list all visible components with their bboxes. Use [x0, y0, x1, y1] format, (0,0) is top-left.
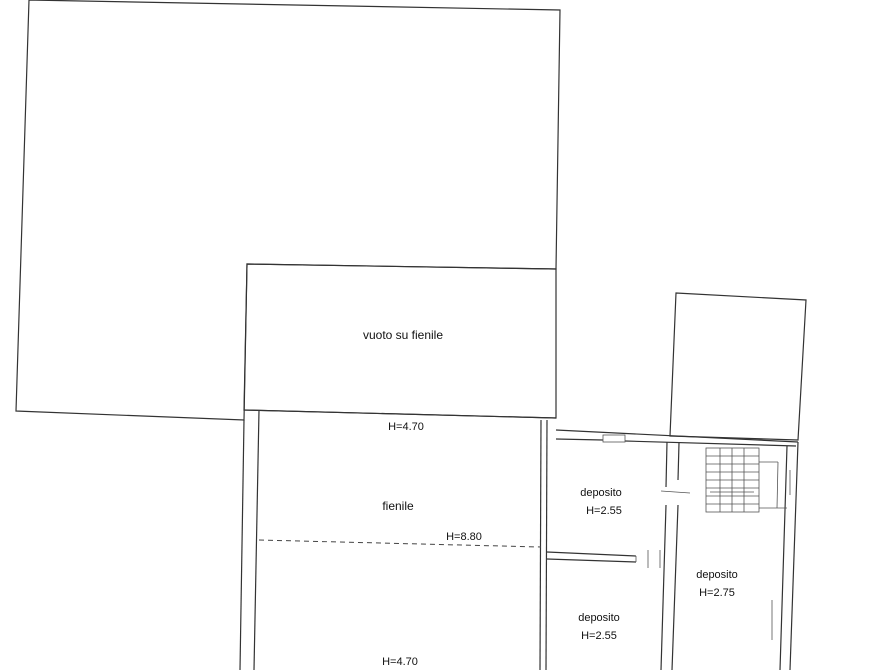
deposito-2-height-label: H=2.55 [581, 630, 617, 642]
deposito-1-label: deposito [580, 487, 622, 499]
deposito-2-label: deposito [578, 612, 620, 624]
ridge-height-label: H=8.80 [446, 531, 482, 543]
deposito-1-height-label: H=2.55 [586, 505, 622, 517]
deposito-middle-wall-lower-inner [671, 504, 679, 670]
fienile-hall-right-wall [539, 419, 542, 670]
deposito-block-top-wall [555, 429, 799, 443]
deposito-3-label: deposito [696, 569, 738, 581]
deposito-middle-wall-upper-inner [677, 442, 680, 481]
ridge-line [258, 539, 542, 548]
fienile-top-height-label: H=4.70 [388, 421, 424, 433]
vuoto-su-fienile-label: vuoto su fienile [363, 328, 443, 342]
upper-building-outline [15, 0, 561, 421]
fienile-bottom-height-label: H=4.70 [382, 656, 418, 668]
deposito-block-right-inner-wall [779, 445, 788, 670]
staircase [705, 447, 787, 513]
fienile-label: fienile [382, 499, 414, 513]
window-top [602, 434, 626, 443]
deposito-block-top-inner-wall [555, 438, 604, 441]
deposito-1-bottom-wall [546, 551, 637, 557]
deposito-middle-wall-upper [665, 441, 668, 488]
fienile-hall-inner-left-wall [253, 409, 260, 670]
fienile-hall-top-wall [243, 409, 557, 419]
door-mark-4 [660, 490, 691, 494]
deposito-3-height-label: H=2.75 [699, 587, 735, 599]
deposito-block-right-wall [789, 441, 799, 670]
deposito-1-bottom-wall-inner [546, 558, 637, 563]
deposito-block-top-inner-wall-2 [624, 440, 797, 447]
deposito-middle-wall-lower [660, 504, 667, 670]
fienile-hall-left-wall [239, 419, 245, 670]
upper-right-annex [669, 292, 807, 441]
fienile-hall-inner-right-wall [545, 419, 548, 670]
